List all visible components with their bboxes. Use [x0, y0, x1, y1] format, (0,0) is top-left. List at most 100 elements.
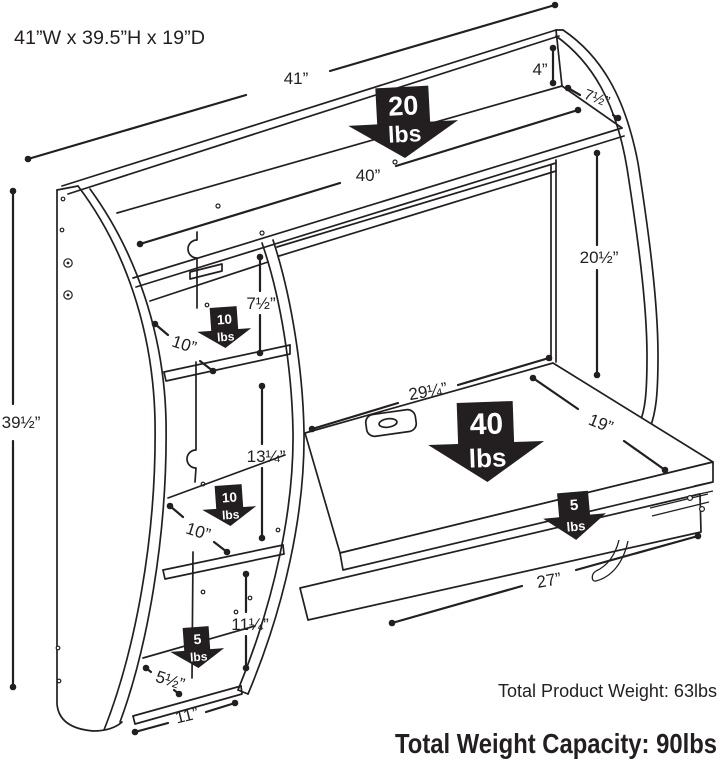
- capacity-unit: lbs: [222, 507, 241, 522]
- pin-hole: [56, 678, 62, 684]
- dim-endpoint-dot: [24, 155, 32, 163]
- rail-top-front-edge: [67, 35, 560, 195]
- capacity-unit: lbs: [217, 329, 236, 344]
- capacity-value: 40: [469, 407, 504, 441]
- dim-label: 10”: [170, 332, 200, 358]
- dim-desktop-width: 29¼”: [308, 354, 553, 433]
- tower-cleat: [189, 263, 223, 280]
- dim-endpoint-dot: [209, 367, 217, 375]
- rail-top-back-edge: [61, 29, 557, 187]
- dim-endpoint-dot: [574, 106, 582, 114]
- total-weight-capacity: Total Weight Capacity: 90lbs: [395, 728, 717, 759]
- dim-endpoint-dot: [661, 466, 669, 474]
- dimension-line: [531, 376, 667, 472]
- grommet-hole: [378, 417, 398, 429]
- slide-rail-lines: [649, 481, 714, 517]
- dim-endpoint-dot: [131, 728, 139, 736]
- dim-endpoint-dot: [256, 253, 264, 261]
- cleat-top-edge: [276, 162, 557, 248]
- dim-endpoint-dot: [175, 690, 183, 698]
- down-arrow-icon: [202, 484, 257, 526]
- divider-curve-outer: [247, 239, 305, 695]
- dimension-line: [390, 534, 700, 625]
- capacity-arrow-shelf-2: 10 lbs: [202, 484, 257, 526]
- dim-endpoint-dot: [308, 425, 316, 433]
- dim-endpoint-dot: [549, 79, 557, 87]
- dim-endpoint-dot: [256, 349, 264, 357]
- shelf-right-edge: [561, 85, 623, 129]
- capacity-value: 10: [216, 311, 232, 327]
- dim-endpoint-dot: [258, 534, 266, 542]
- dim-label: 11¼”: [231, 615, 269, 634]
- dim-rail-height: 4”: [532, 44, 557, 87]
- panel-front-curve-inner: [89, 188, 167, 723]
- cam-lock-center: [66, 261, 70, 265]
- dim-label: 5½”: [153, 667, 187, 694]
- dimension-annotations: 41” 4” 7½” 40” 20½”: [2, 1, 702, 736]
- pin-hole: [55, 645, 61, 651]
- pin-hole: [200, 589, 206, 595]
- dim-drawer-width: 27”: [388, 532, 702, 627]
- shelf-front-edge: [162, 544, 284, 571]
- rail-front-bottom-edge: [116, 85, 563, 214]
- dim-endpoint-dot: [166, 502, 174, 510]
- dimension-line: [26, 3, 557, 161]
- shelf-front-edge: [132, 685, 242, 717]
- capacity-value: 20: [387, 90, 419, 122]
- shelf-front-edge: [163, 344, 291, 373]
- dim-overall-width: 41”: [24, 1, 559, 163]
- dim-endpoint-dot: [136, 240, 144, 248]
- screw-hole: [392, 159, 398, 165]
- shelf-back-edge: [167, 454, 286, 499]
- cleat-bottom-edge: [278, 170, 557, 257]
- down-arrow-icon: [348, 85, 459, 158]
- dim-label: 7½”: [582, 86, 612, 111]
- drawer-slide: [649, 481, 714, 517]
- top-rail: [61, 29, 563, 214]
- strap-tip: [591, 570, 597, 582]
- strap-outer-curve: [595, 540, 629, 582]
- shelf-2: [162, 454, 286, 580]
- right-side-panel: [555, 29, 659, 429]
- shelf-back-edge: [149, 261, 269, 302]
- total-product-weight: Total Product Weight: 63lbs: [498, 681, 717, 701]
- down-arrow-icon: [170, 626, 225, 668]
- pin-hole: [59, 227, 65, 233]
- back-panel: [550, 159, 557, 363]
- capacity-value: 10: [221, 489, 237, 505]
- down-arrow-icon: [543, 490, 606, 540]
- dim-label: 11”: [173, 703, 201, 727]
- down-arrow-icon: [197, 306, 252, 348]
- screw-hole: [259, 230, 265, 236]
- dim-label: 20½”: [580, 248, 619, 267]
- panel-front-curve-outer: [77, 185, 156, 731]
- dim-label: 41”: [284, 69, 309, 88]
- dim-endpoint-dot: [9, 187, 17, 195]
- dim-label: 13¼”: [247, 447, 286, 466]
- capacity-arrow-drawer: 5 lbs: [543, 490, 606, 540]
- dim-endpoint-dot: [564, 84, 572, 92]
- panel-top-edge: [56, 185, 79, 191]
- divider-back-edge-upper: [187, 231, 198, 309]
- top-shelf: [132, 85, 625, 288]
- pin-hole: [204, 302, 210, 308]
- dim-endpoint-dot: [151, 320, 159, 328]
- dim-endpoint-dot: [223, 548, 231, 556]
- panel-back-edge: [56, 189, 123, 732]
- capacity-value: 5: [569, 497, 579, 515]
- shelf-front-edge: [132, 127, 623, 279]
- capacity-unit: lbs: [190, 649, 209, 664]
- capacity-arrow-bottom-shelf: 5 lbs: [170, 626, 225, 668]
- dim-endpoint-dot: [551, 1, 559, 9]
- dim-label: 40”: [356, 166, 381, 185]
- dim-endpoint-dot: [529, 374, 537, 382]
- capacity-value: 5: [193, 631, 202, 648]
- dim-bottom-shelf-depth: 5½”: [142, 664, 187, 698]
- cam-lock-center: [66, 293, 70, 297]
- dim-overall-height: 39½”: [2, 187, 41, 691]
- capacity-arrow-desktop: 40 lbs: [428, 401, 545, 482]
- dim-label: 4”: [532, 60, 547, 79]
- dim-label: 7½”: [246, 294, 276, 313]
- dim-endpoint-dot: [9, 683, 17, 691]
- dim-cubby2-height: 13¼”: [247, 382, 286, 542]
